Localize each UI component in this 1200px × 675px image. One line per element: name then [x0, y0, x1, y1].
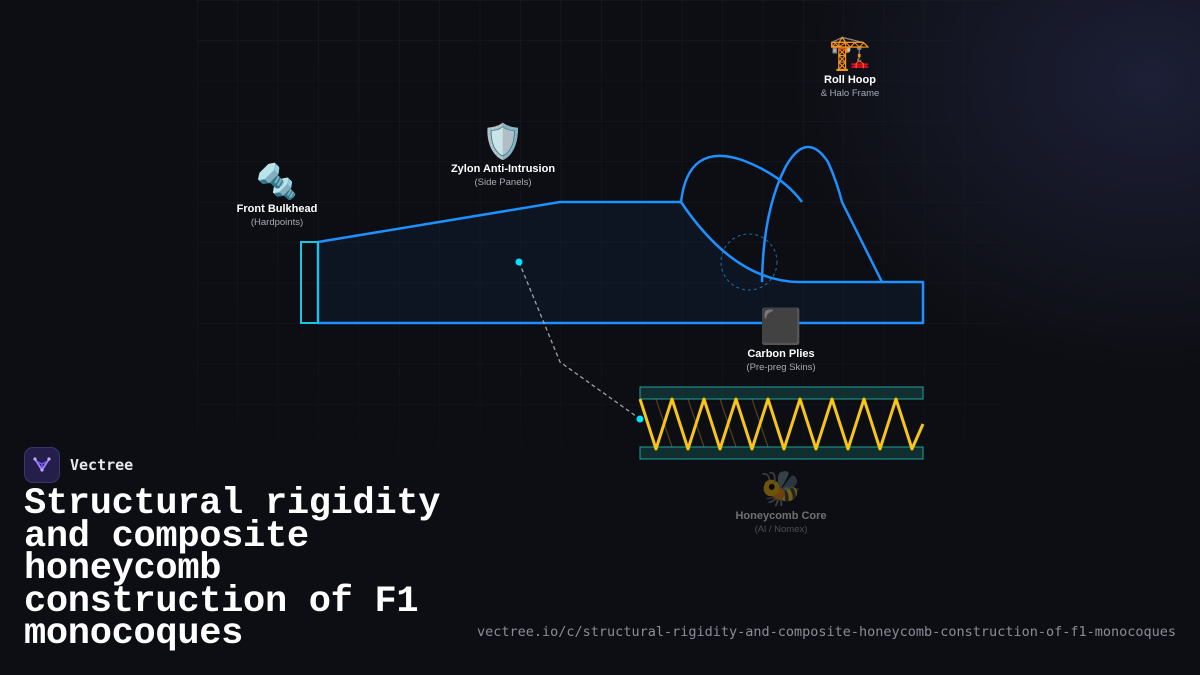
honeycomb-core-label: 🐝 Honeycomb Core (Al / Nomex) [735, 470, 826, 535]
zylon-title: Zylon Anti-Intrusion [450, 163, 556, 175]
zylon-subtitle: (Side Panels) [474, 177, 532, 188]
grid-background [197, 0, 1003, 485]
roll-hoop-label: 🏗️ Roll Hoop & Halo Frame [821, 34, 880, 99]
top-carbon-ply [639, 386, 924, 400]
monocoque-outline [316, 200, 925, 325]
vectree-logo-icon [24, 447, 60, 483]
page-url[interactable]: vectree.io/c/structural-rigidity-and-com… [477, 624, 1176, 640]
cockpit-arc [679, 154, 804, 203]
leader-anchor-dot [515, 258, 523, 266]
shield-icon: 🛡️ [481, 123, 525, 161]
page-title: Structural rigidity and composite honeyc… [24, 483, 441, 655]
black-square-icon: ⬛ [759, 308, 803, 346]
front-bulkhead-subtitle: (Hardpoints) [250, 217, 304, 228]
front-bulkhead-plate [300, 241, 319, 324]
roll-hoop-title: Roll Hoop [824, 74, 876, 86]
carbon-plies-title: Carbon Plies [747, 348, 815, 360]
roll-hoop-structure [760, 145, 884, 283]
crane-icon: 🏗️ [828, 34, 872, 72]
roll-hoop-mount-ring [720, 233, 778, 291]
carbon-plies-label: ⬛ Carbon Plies (Pre-preg Skins) [746, 308, 815, 373]
section-leader-line [518, 261, 641, 420]
zylon-label: 🛡️ Zylon Anti-Intrusion (Side Panels) [451, 123, 555, 188]
leader-end-dot [636, 415, 644, 423]
brand-name: Vectree [70, 456, 134, 474]
front-bulkhead-label: 🔩 Front Bulkhead (Hardpoints) [237, 163, 318, 228]
bottom-carbon-ply [639, 446, 924, 460]
honeycomb-core-title: Honeycomb Core [735, 510, 827, 522]
carbon-plies-subtitle: (Pre-preg Skins) [746, 362, 816, 373]
roll-hoop-subtitle: & Halo Frame [820, 88, 880, 99]
nut-and-bolt-icon: 🔩 [255, 163, 299, 201]
brand[interactable]: Vectree [24, 447, 133, 483]
front-bulkhead-title: Front Bulkhead [236, 203, 318, 215]
bee-icon: 🐝 [759, 470, 803, 508]
honeycomb-core-zigzag [638, 397, 925, 451]
honeycomb-core-subtitle: (Al / Nomex) [754, 524, 808, 535]
